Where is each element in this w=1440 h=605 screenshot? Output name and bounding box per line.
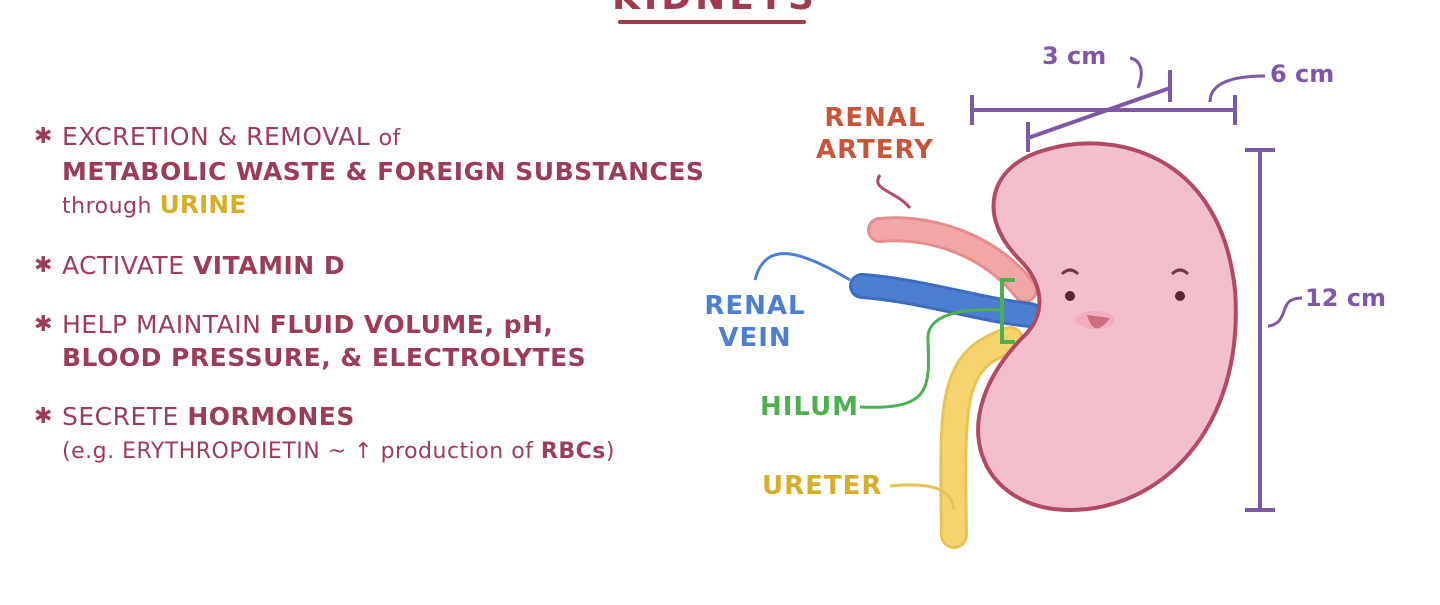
kidney-eyebrow-left	[1060, 268, 1080, 276]
hilum-bracket	[1000, 278, 1015, 344]
maintain-fluid: FLUID VOLUME, pH,	[269, 310, 554, 339]
hormones-example: (e.g. ERYTHROPOIETIN ~ ↑ production of	[62, 439, 541, 464]
hormones-text: SECRETE	[62, 402, 188, 431]
function-maintain: ✱ HELP MAINTAIN FLUID VOLUME, pH, BLOOD …	[34, 308, 734, 374]
vitamin-d: VITAMIN D	[192, 251, 346, 280]
kidney-functions-list: ✱ EXCRETION & REMOVAL of METABOLIC WASTE…	[34, 120, 734, 494]
ureter-leader	[889, 483, 956, 511]
excretion-of: of	[378, 126, 401, 151]
title-underline	[618, 20, 806, 24]
bullet-star-icon: ✱	[34, 312, 53, 337]
kidney-eye-right	[1175, 291, 1185, 301]
maintain-blood-pressure: BLOOD PRESSURE, & ELECTROLYTES	[62, 343, 587, 372]
kidney-diagram: RENAL ARTERY RENAL VEIN HILUM URETER 3 c…	[690, 40, 1430, 600]
hilum-leader	[859, 308, 1003, 409]
depth-label: 3 cm	[1042, 42, 1107, 70]
function-hormones: ✱ SECRETE HORMONES (e.g. ERYTHROPOIETIN …	[34, 400, 734, 468]
maintain-text: HELP MAINTAIN	[62, 310, 270, 339]
length-label: 12 cm	[1305, 284, 1386, 312]
renal-artery-label: RENAL ARTERY	[816, 103, 934, 165]
function-excretion: ✱ EXCRETION & REMOVAL of METABOLIC WASTE…	[34, 120, 734, 223]
page-title: KIDNEYS	[612, 0, 814, 18]
width-label: 6 cm	[1270, 60, 1335, 88]
excretion-urine: URINE	[159, 190, 247, 219]
bullet-star-icon: ✱	[34, 404, 53, 429]
hormones-rbcs: RBCs	[540, 439, 606, 464]
bullet-star-icon: ✱	[34, 124, 53, 149]
kidney-eyebrow-right	[1170, 268, 1190, 276]
bullet-star-icon: ✱	[34, 253, 53, 278]
hormones-bold: HORMONES	[187, 402, 355, 431]
vein-leader	[753, 252, 851, 282]
vitamin-text: ACTIVATE	[62, 251, 193, 280]
depth-dimension	[1027, 86, 1171, 140]
excretion-text: EXCRETION & REMOVAL	[62, 122, 379, 151]
kidney-cheek	[1075, 311, 1115, 329]
kidney-svg	[753, 56, 1303, 549]
kidney-eye-left	[1065, 291, 1075, 301]
excretion-waste: METABOLIC WASTE & FOREIGN SUBSTANCES	[62, 157, 705, 186]
artery-leader	[876, 174, 912, 210]
excretion-through: through	[62, 194, 160, 219]
renal-vein-label: RENAL VEIN	[704, 291, 806, 353]
hormones-paren: )	[605, 439, 615, 464]
hilum-label: HILUM	[760, 392, 860, 422]
ureter-label: URETER	[762, 471, 883, 501]
function-vitamin-d: ✱ ACTIVATE VITAMIN D	[34, 249, 734, 282]
